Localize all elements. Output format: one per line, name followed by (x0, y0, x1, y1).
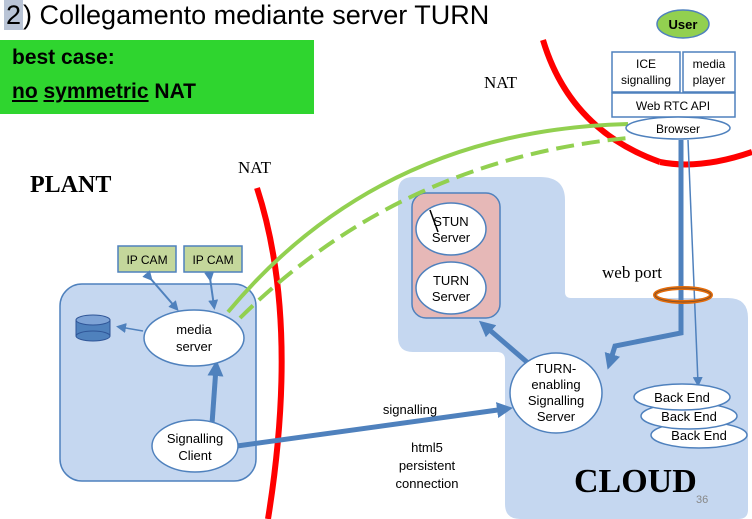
signalling-client-label-2: Client (178, 448, 212, 463)
cloud-label: CLOUD (574, 463, 697, 500)
web-port-label: web port (602, 263, 662, 282)
nat-line-right-tail (659, 149, 752, 168)
user-node (656, 9, 710, 39)
slide-title: 2) Collegamento mediante server TURN (4, 0, 489, 31)
ice-label-2: signalling (621, 73, 671, 87)
nat-line-right (540, 39, 662, 165)
html5-label-2: persistent (399, 458, 456, 473)
title-number: 2 (4, 0, 24, 30)
webrtc-api-box (611, 92, 736, 118)
media-server-node (143, 309, 245, 367)
ipcam-1 (117, 245, 177, 273)
ipcam1-label: IP CAM (126, 253, 167, 267)
ipcam2-label: IP CAM (192, 253, 233, 267)
ipcam1-media-arrow (142, 270, 179, 312)
turn-sig-label-1: TURN- (536, 361, 576, 376)
green-link-dashed (238, 136, 629, 320)
html5-label-1: html5 (411, 440, 443, 455)
turn-label-1: TURN (433, 273, 469, 288)
nat-right-label: NAT (484, 73, 518, 92)
turn-signalling-server-node (509, 352, 603, 434)
cursor-mark (429, 209, 439, 233)
turn-label-2: Server (432, 289, 471, 304)
user-label: User (669, 17, 698, 32)
database-icon (75, 314, 111, 342)
browser-node (625, 116, 731, 140)
green-link-solid (226, 122, 629, 314)
html5-label-3: connection (396, 476, 459, 491)
best-case-line2: no symmetric NAT (12, 80, 196, 104)
media-server-label-2: server (176, 339, 213, 354)
slide-number: 36 (696, 494, 709, 506)
browser-to-backend-arrow (687, 139, 703, 387)
stun-label-2: Server (432, 230, 471, 245)
signalling-client-label-1: Signalling (167, 431, 223, 446)
browser-to-turn-signalling-arrow (604, 140, 684, 370)
title-text: ) Collegamento mediante server TURN (23, 0, 490, 30)
nat-left-label: NAT (238, 158, 272, 177)
client-to-media-arrow (207, 360, 224, 425)
media-player-label-2: player (693, 73, 726, 87)
stun-label-1: STUN (433, 214, 468, 229)
plant-label: PLANT (30, 172, 112, 198)
best-case-banner: best case: no symmetric NAT (0, 40, 314, 114)
client-to-turn-signalling-arrow (236, 402, 513, 449)
media-player-box (682, 51, 736, 93)
nat-line-left (254, 187, 285, 519)
backend-label-3: Back End (671, 428, 727, 443)
turn-server-node (415, 261, 487, 315)
signalling-client-node (151, 419, 239, 473)
media-player-label-1: media (693, 57, 726, 71)
best-case-no: no (12, 80, 38, 103)
turn-sig-label-4: Server (537, 409, 576, 424)
turn-sig-label-3: Signalling (528, 393, 584, 408)
best-case-line1: best case: (12, 46, 115, 69)
best-case-symmetric: symmetric (43, 80, 149, 103)
backend-label-1: Back End (654, 390, 710, 405)
turn-sig-label-2: enabling (531, 377, 580, 392)
signalling-label: signalling (383, 402, 437, 417)
best-case-nat: NAT (154, 80, 197, 103)
ice-label-1: ICE (636, 57, 656, 71)
browser-label: Browser (656, 122, 700, 136)
web-port-ring-inner (654, 287, 712, 303)
webrtc-label: Web RTC API (636, 99, 710, 113)
ipcam-2 (183, 245, 243, 273)
backend-label-2: Back End (661, 409, 717, 424)
media-to-storage-arrow (116, 323, 144, 333)
backend-node-1 (633, 383, 731, 411)
ipcam2-media-arrow (204, 271, 219, 310)
media-server-label-1: media (176, 322, 212, 337)
stun-server-node (415, 202, 487, 256)
ice-signalling-box (611, 51, 681, 93)
